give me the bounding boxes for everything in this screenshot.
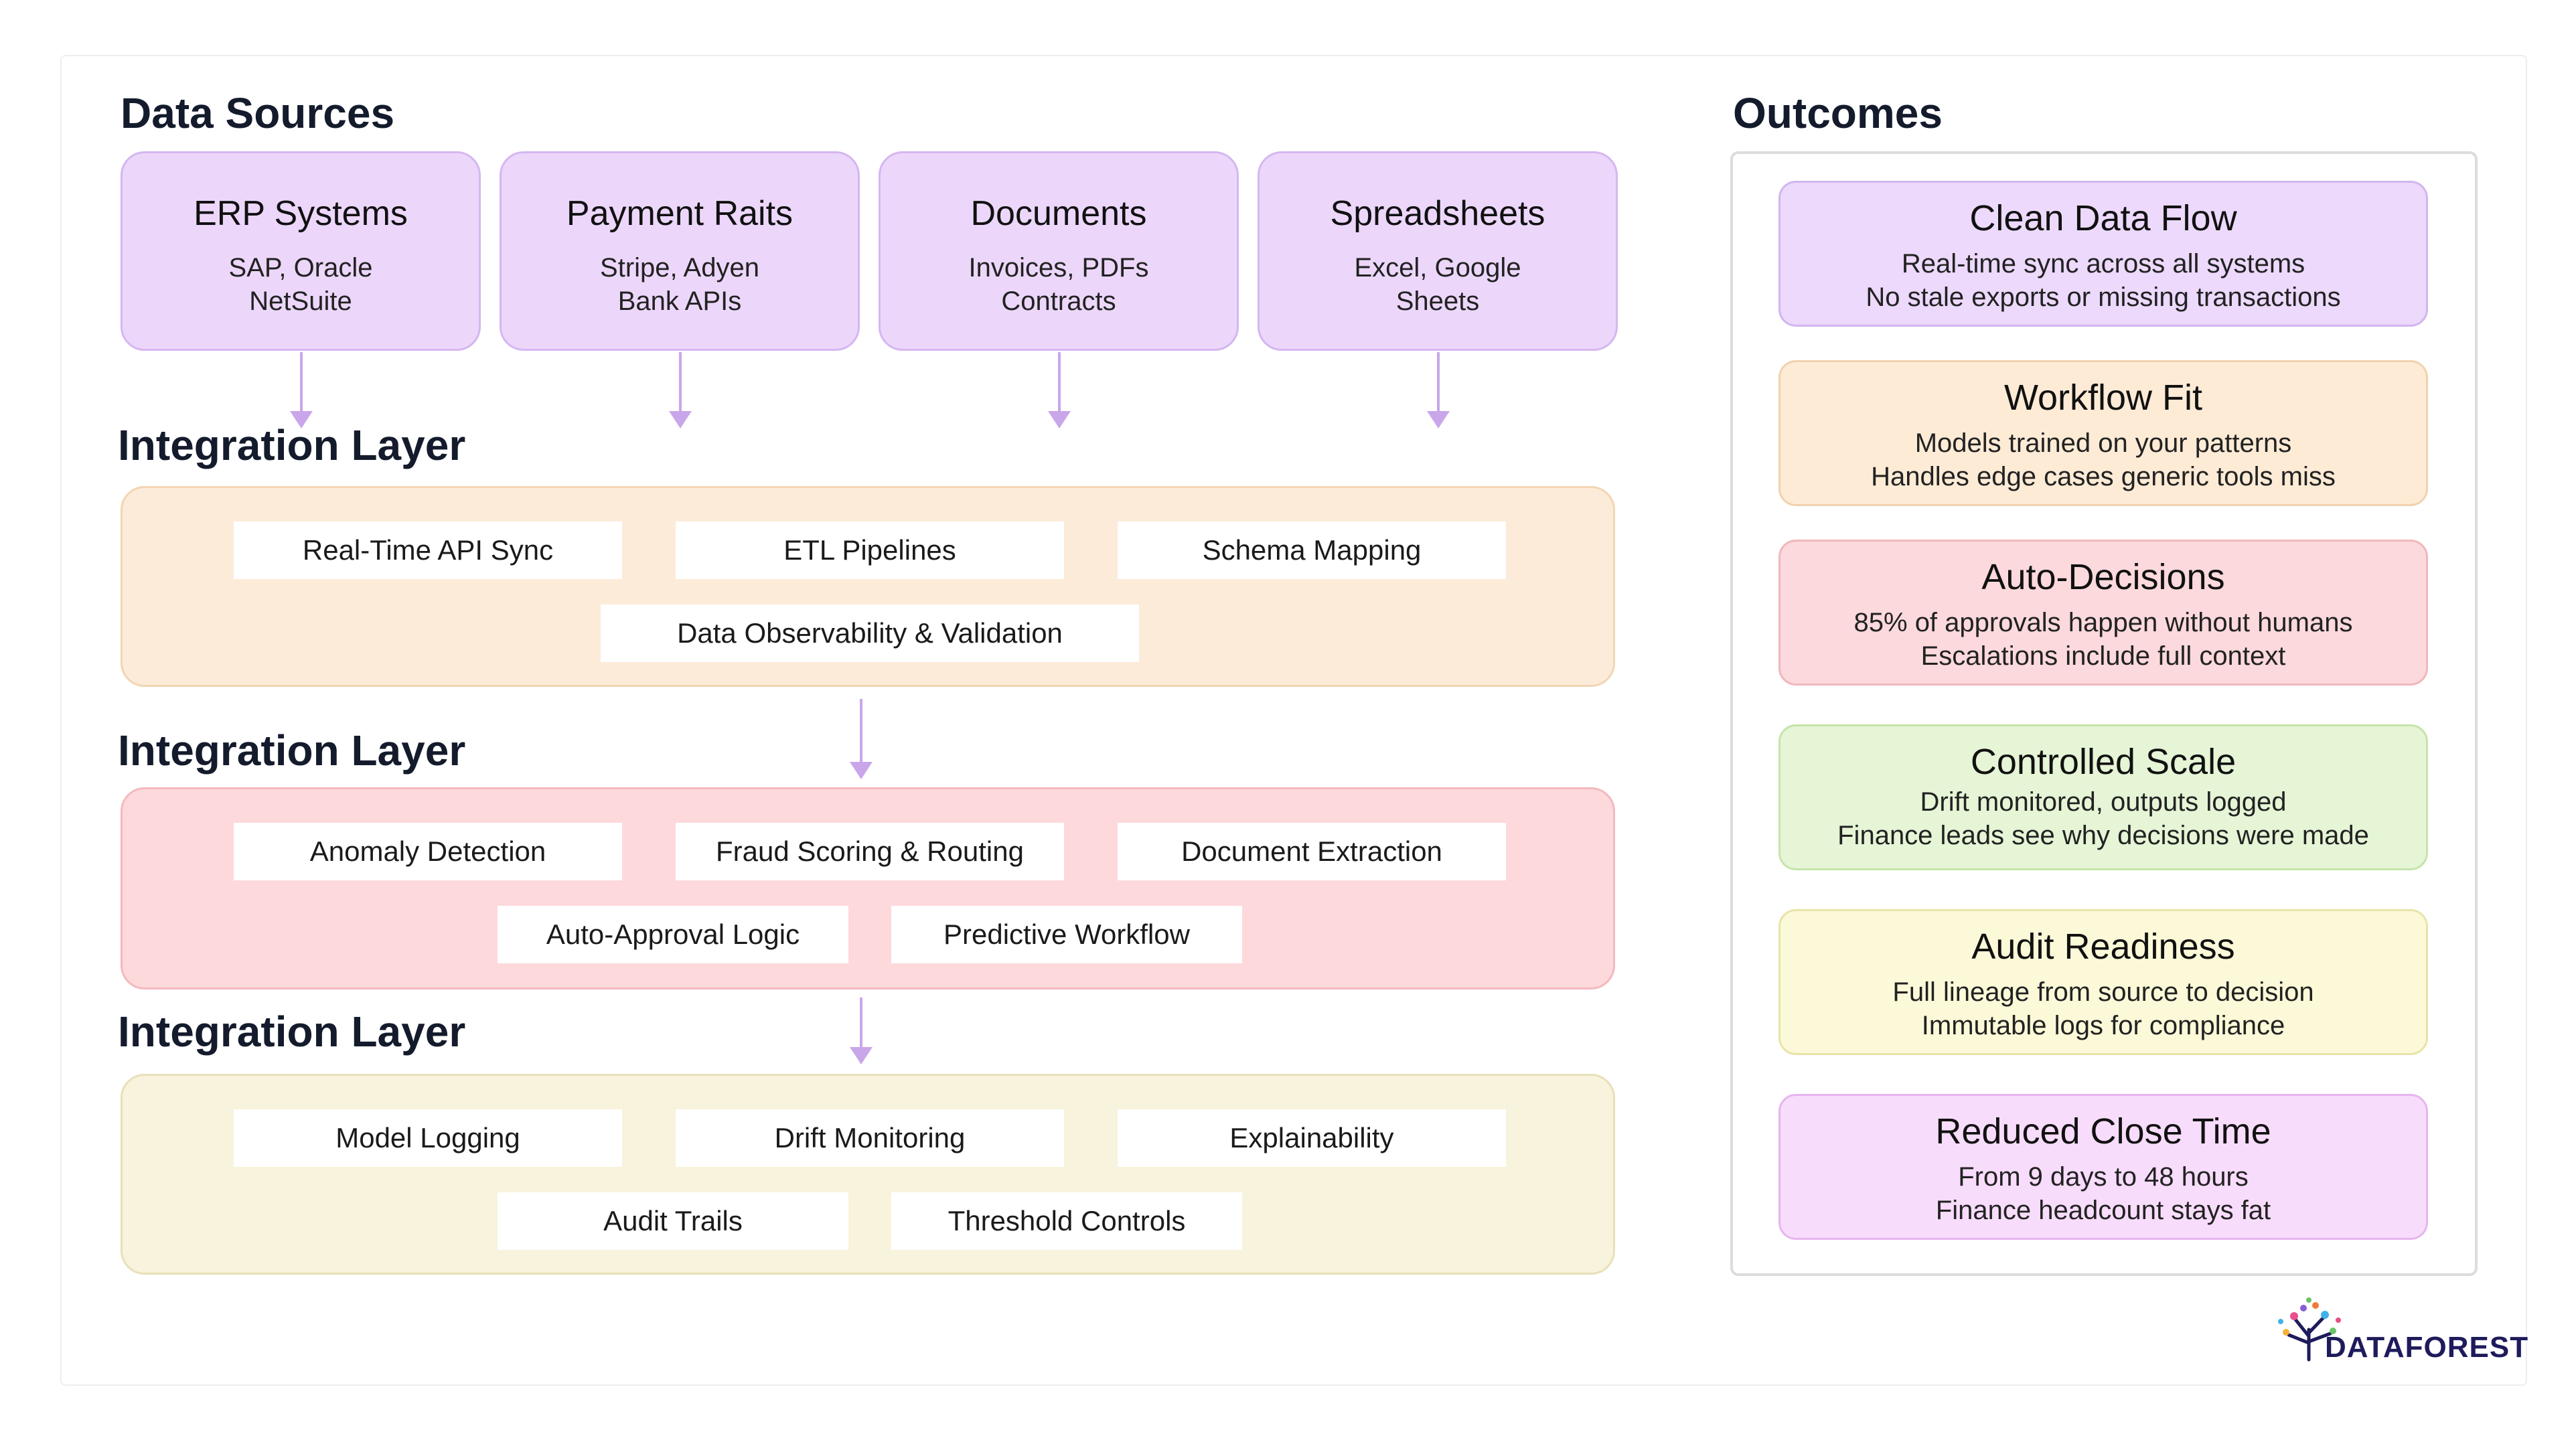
- source-line: Bank APIs: [617, 287, 742, 316]
- source-spreadsheets: Spreadsheets Excel, Google Sheets: [1258, 151, 1618, 351]
- outcome-line: Finance leads see why decisions were mad…: [1837, 821, 2369, 850]
- layer-item: Predictive Workflow: [891, 906, 1242, 963]
- outcome-controlled-scale: Controlled Scale Drift monitored, output…: [1778, 724, 2428, 870]
- outcome-clean-data-flow: Clean Data Flow Real-time sync across al…: [1778, 181, 2428, 327]
- outcome-title: Workflow Fit: [2003, 378, 2203, 418]
- source-line: SAP, Oracle: [228, 253, 373, 283]
- layer-item: Drift Monitoring: [676, 1109, 1064, 1167]
- source-line: Invoices, PDFs: [968, 253, 1149, 283]
- layer-item: Schema Mapping: [1118, 522, 1506, 579]
- source-line: Contracts: [1001, 287, 1116, 316]
- outcome-title: Audit Readiness: [1971, 927, 2235, 967]
- dataforest-logo: DATAFOREST: [2269, 1289, 2528, 1364]
- logo-wordmark: DATAFOREST: [2325, 1331, 2529, 1364]
- outcomes-panel: [1730, 151, 2478, 1276]
- layer-item: Explainability: [1118, 1109, 1506, 1167]
- outcome-line: Real-time sync across all systems: [1901, 249, 2305, 278]
- source-erp-systems: ERP Systems SAP, Oracle NetSuite: [121, 151, 481, 351]
- source-title: Documents: [970, 194, 1147, 233]
- source-title: Payment Raits: [566, 194, 793, 233]
- outcomes-heading: Outcomes: [1733, 89, 1943, 137]
- outcome-line: 85% of approvals happen without humans: [1853, 608, 2353, 637]
- layer-item: Model Logging: [234, 1109, 622, 1167]
- outcome-line: Finance headcount stays fat: [1935, 1196, 2271, 1225]
- outcome-line: From 9 days to 48 hours: [1958, 1162, 2249, 1192]
- outcome-line: Escalations include full context: [1920, 641, 2286, 671]
- tree-logo-icon: [2278, 1297, 2341, 1362]
- outcome-line: Immutable logs for compliance: [1921, 1011, 2285, 1040]
- layer-item: Audit Trails: [498, 1192, 848, 1250]
- source-arrow-down: [1048, 352, 1071, 428]
- layer-item: Document Extraction: [1118, 823, 1506, 880]
- source-documents: Documents Invoices, PDFs Contracts: [879, 151, 1239, 351]
- outcome-title: Reduced Close Time: [1935, 1111, 2271, 1151]
- layer-item: ETL Pipelines: [676, 522, 1064, 579]
- integration-layer-3: Model Logging Drift Monitoring Explainab…: [121, 1074, 1615, 1275]
- data-sources-heading: Data Sources: [121, 89, 395, 137]
- source-line: Excel, Google: [1354, 253, 1521, 283]
- source-title: Spreadsheets: [1330, 194, 1545, 233]
- layer-arrow-down: [850, 699, 873, 779]
- layer-item: Auto-Approval Logic: [498, 906, 848, 963]
- source-line: Stripe, Adyen: [600, 253, 759, 283]
- source-line: NetSuite: [249, 287, 352, 316]
- outcome-line: No stale exports or missing transactions: [1866, 283, 2341, 312]
- integration-layer-heading-2: Integration Layer: [118, 726, 466, 775]
- layer-item: Anomaly Detection: [234, 823, 622, 880]
- layer-item: Data Observability & Validation: [601, 605, 1139, 662]
- source-payment-raits: Payment Raits Stripe, Adyen Bank APIs: [500, 151, 860, 351]
- integration-layer-2: Anomaly Detection Fraud Scoring & Routin…: [121, 787, 1615, 989]
- outcome-line: Models trained on your patterns: [1914, 428, 2292, 458]
- source-arrow-down: [290, 352, 313, 428]
- source-title: ERP Systems: [194, 194, 408, 233]
- outcome-title: Controlled Scale: [1970, 742, 2237, 782]
- outcome-title: Auto-Decisions: [1981, 557, 2225, 597]
- outcome-audit-readiness: Audit Readiness Full lineage from source…: [1778, 909, 2428, 1055]
- integration-layer-1: Real-Time API Sync ETL Pipelines Schema …: [121, 486, 1615, 687]
- outcome-reduced-close-time: Reduced Close Time From 9 days to 48 hou…: [1778, 1094, 2428, 1240]
- layer-arrow-down: [850, 997, 873, 1064]
- outcome-auto-decisions: Auto-Decisions 85% of approvals happen w…: [1778, 540, 2428, 686]
- integration-layer-heading-3: Integration Layer: [118, 1008, 466, 1056]
- outcome-line: Full lineage from source to decision: [1892, 977, 2314, 1007]
- layer-item: Real-Time API Sync: [234, 522, 622, 579]
- integration-layer-heading-1: Integration Layer: [118, 421, 466, 469]
- source-arrow-down: [1427, 352, 1450, 428]
- outcome-line: Drift monitored, outputs logged: [1920, 787, 2287, 817]
- outcome-title: Clean Data Flow: [1969, 198, 2237, 238]
- outcome-line: Handles edge cases generic tools miss: [1871, 462, 2336, 491]
- layer-item: Fraud Scoring & Routing: [676, 823, 1064, 880]
- outcome-workflow-fit: Workflow Fit Models trained on your patt…: [1778, 360, 2428, 506]
- source-line: Sheets: [1395, 287, 1480, 316]
- layer-item: Threshold Controls: [891, 1192, 1242, 1250]
- source-arrow-down: [669, 352, 692, 428]
